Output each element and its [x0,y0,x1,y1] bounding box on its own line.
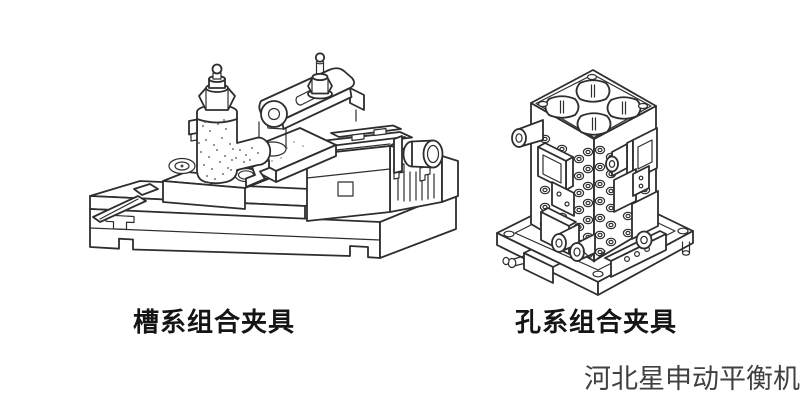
slot-system-fixture-drawing [89,52,459,259]
middle-plate [162,157,269,210]
side-knob [393,135,444,174]
watermark-text: 河北星申动平衡机 [584,364,800,395]
tower-mounted-blocks [511,119,659,263]
fixture-right-block [306,124,459,222]
hole-system-fixture-drawing [496,69,694,296]
caption-slot-system-fixture: 槽系组合夹具 [132,308,295,338]
clamp-arm [258,52,365,157]
workpiece-bent-tube [188,63,272,185]
stipple-texture [198,119,259,180]
top-square-pockets [544,79,642,136]
caption-hole-system-fixture: 孔系组合夹具 [514,308,677,338]
